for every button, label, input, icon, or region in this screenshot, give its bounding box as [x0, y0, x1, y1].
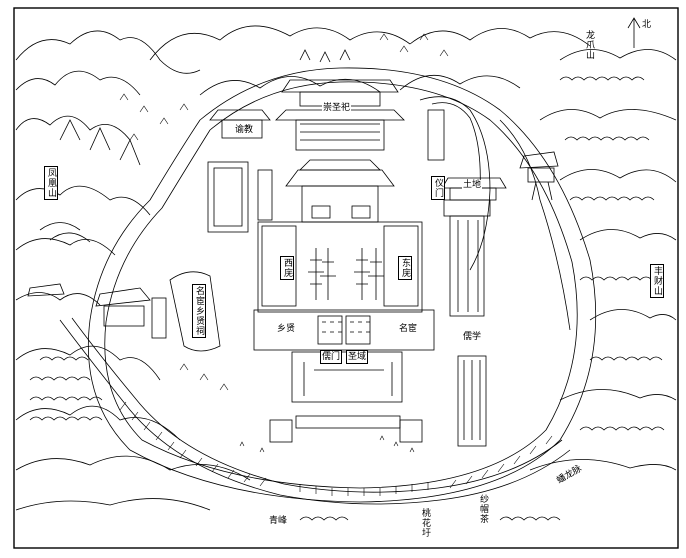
- vegetation: [119, 33, 449, 453]
- label-yimen: 仪门: [431, 176, 445, 200]
- label-tudi: 土地: [462, 180, 483, 190]
- label-fengcai-mountain: 丰财山: [650, 264, 664, 298]
- north-compass: [627, 17, 641, 48]
- label-xiangxian: 乡贤: [276, 324, 297, 334]
- label-xihu: 西庑: [280, 256, 294, 280]
- outer-walls: [59, 67, 597, 505]
- label-shengyu: 圣域: [346, 350, 369, 364]
- label-yujiao: 谕教: [234, 125, 255, 135]
- label-fenghuang-mountain: 凤凰山: [44, 166, 58, 200]
- bottom-waves: [29, 356, 561, 521]
- label-chongsheng-temple: 崇圣祀: [322, 103, 352, 113]
- label-shamaochi: 纱帽茶: [478, 494, 488, 524]
- map-frame: [13, 7, 679, 549]
- label-minghuan-xiangxian: 名宦乡贤祠: [192, 284, 206, 338]
- label-donghu: 东庑: [398, 256, 412, 280]
- left-mountains: [15, 30, 251, 511]
- label-taohuaxu: 桃花圩: [420, 508, 430, 538]
- label-minghuan: 名宦: [398, 324, 419, 334]
- label-qingfeng: 青峰: [268, 516, 289, 526]
- label-north-marker: 北: [642, 20, 652, 30]
- right-hills: [529, 49, 677, 471]
- wall-hatching: [119, 401, 553, 496]
- label-ruxue: 儒学: [462, 332, 483, 342]
- label-rumen: 儒门: [320, 350, 343, 364]
- label-longzhao-mountain: 龙爪山: [584, 30, 594, 60]
- top-mountains: [149, 25, 591, 96]
